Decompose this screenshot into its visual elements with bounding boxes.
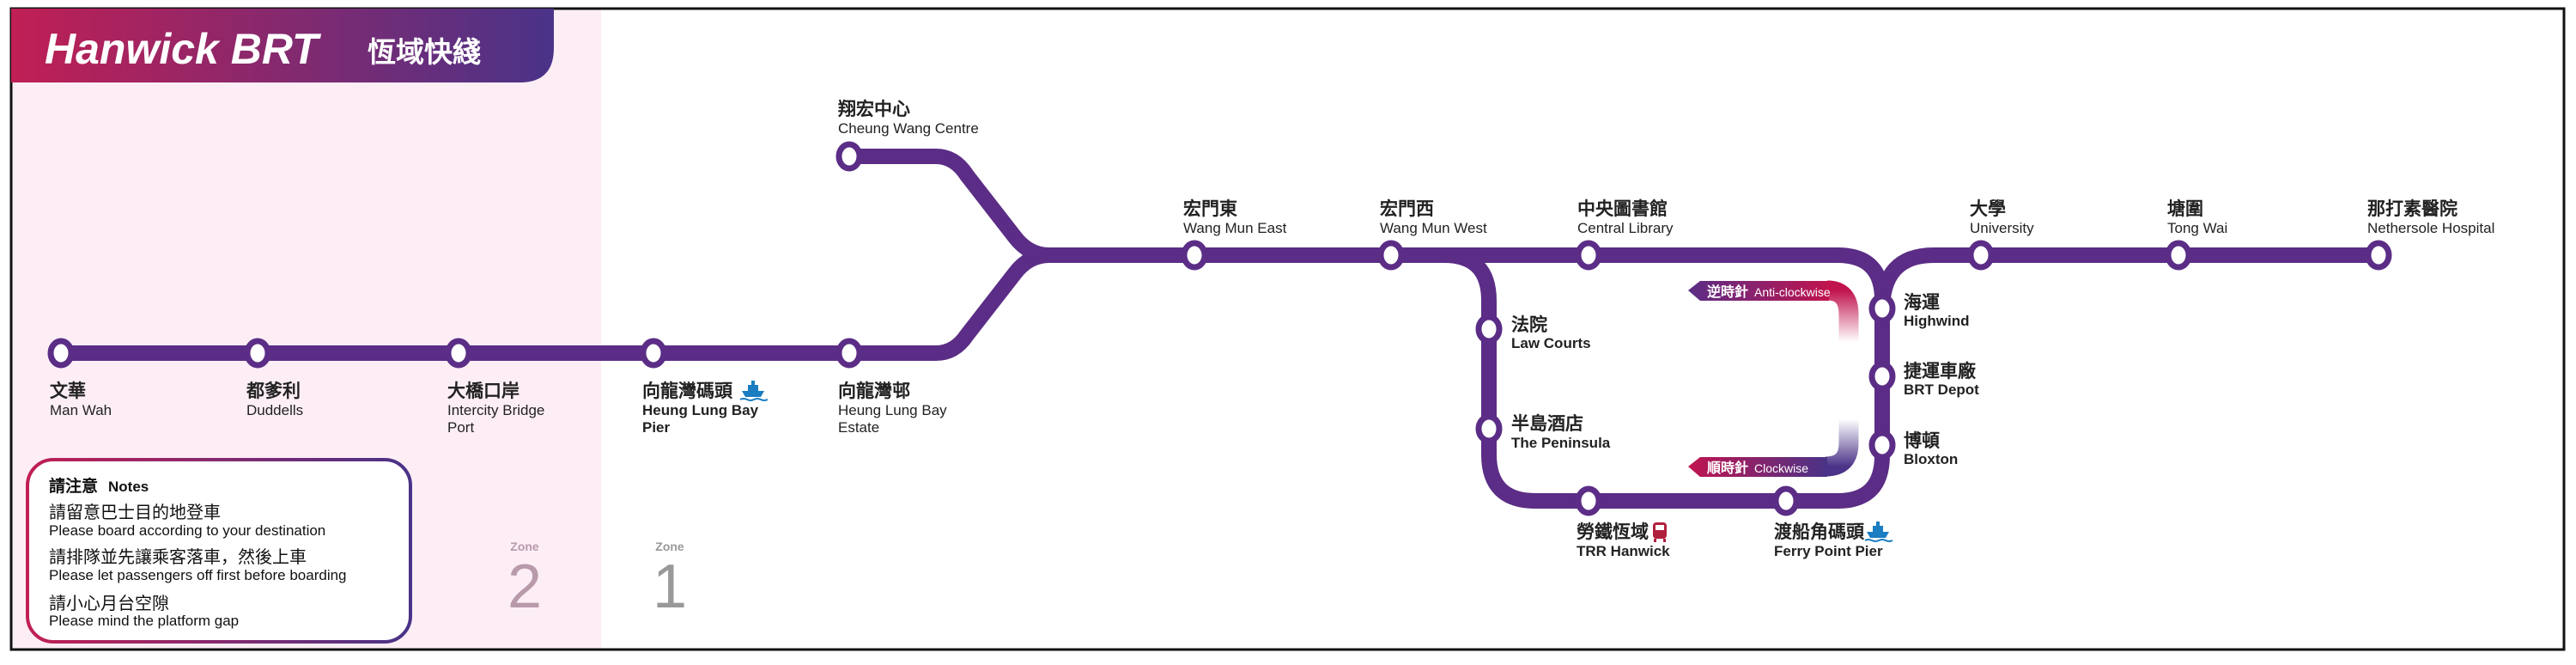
station-label-en: Nethersole Hospital <box>2367 220 2494 236</box>
station-label-zh: 法院 <box>1511 314 1547 335</box>
zone-2-marker: Zone 2 <box>507 540 542 621</box>
note-item-en: Please board according to your destinati… <box>49 522 325 539</box>
route-line-university-branch <box>1874 247 2379 312</box>
train-icon <box>1653 522 1667 542</box>
station-markers <box>47 141 2392 516</box>
notes-title-en: Notes <box>108 479 149 495</box>
station-label-zh: 文華 <box>50 381 86 401</box>
station-marker-intercity[interactable] <box>445 338 472 369</box>
station-label-en: Heung Lung Bay <box>642 402 759 418</box>
station-marker-university[interactable] <box>1967 240 1995 271</box>
station-label-en: Central Library <box>1577 220 1674 236</box>
station-label-en: Wang Mun West <box>1380 220 1487 236</box>
station-label-zh: 宏門西 <box>1380 198 1434 219</box>
station-label-en: Man Wah <box>50 402 112 418</box>
station-label-zh: 都爹利 <box>246 381 301 401</box>
station-label-zh: 大橋口岸 <box>447 381 519 401</box>
station-marker-hlb-pier[interactable] <box>640 338 667 369</box>
header-bar <box>11 9 554 82</box>
clockwise-label-zh: 順時針 <box>1706 460 1748 476</box>
station-marker-law-courts[interactable] <box>1475 314 1503 345</box>
note-item-zh: 請排隊並先讓乘客落車，然後上車 <box>49 546 307 567</box>
station-label-zh: 博頓 <box>1904 430 1940 451</box>
route-line-cheung-wang-branch <box>849 149 1050 263</box>
notes-box: 請注意 Notes 請留意巴士目的地登車 Please board accord… <box>26 458 412 644</box>
note-item-en: Please let passengers off first before b… <box>49 567 347 583</box>
station-label-en: Pier <box>642 419 671 436</box>
clockwise-indicator: 順時針 Clockwise <box>1688 419 1859 477</box>
station-label-en: Wang Mun East <box>1183 220 1287 236</box>
station-label-zh: 翔宏中心 <box>838 99 910 119</box>
note-item-zh: 請小心月台空隙 <box>49 593 169 613</box>
station-label-en: Ferry Point Pier <box>1774 543 1883 559</box>
station-label-zh: 勞鐵恆域 <box>1577 522 1649 542</box>
station-marker-man-wah[interactable] <box>47 338 75 369</box>
station-marker-tong-wai[interactable] <box>2165 240 2192 271</box>
station-label-zh: 捷運車廠 <box>1904 361 1977 381</box>
header-title-en: Hanwick BRT <box>45 25 322 73</box>
station-labels: 文華 Man Wah 都爹利 Duddells 大橋口岸 Intercity B… <box>50 99 2494 559</box>
station-marker-highwind[interactable] <box>1868 293 1896 324</box>
station-label-zh: 大學 <box>1970 198 2006 219</box>
station-marker-trr-hanwick[interactable] <box>1575 485 1602 516</box>
station-marker-wang-mun-east[interactable] <box>1181 240 1208 271</box>
anti-clockwise-label-zh: 逆時針 <box>1707 284 1748 300</box>
station-marker-wang-mun-west[interactable] <box>1377 240 1405 271</box>
station-label-en: University <box>1970 220 2034 236</box>
station-label-en: Intercity Bridge <box>447 402 544 418</box>
station-marker-peninsula[interactable] <box>1475 413 1503 444</box>
station-label-en: BRT Depot <box>1904 381 1979 398</box>
station-label-en: Tong Wai <box>2167 220 2227 236</box>
station-label-zh: 宏門東 <box>1183 198 1237 219</box>
station-label-zh: 海運 <box>1904 292 1940 313</box>
zone-number: 2 <box>507 552 542 621</box>
station-marker-duddells[interactable] <box>244 338 271 369</box>
station-label-zh: 向龍灣碼頭 <box>642 381 733 401</box>
ferry-icon <box>739 381 769 401</box>
notes-title-zh: 請注意 <box>49 476 98 496</box>
station-label-en: Highwind <box>1904 313 1969 329</box>
zone-label: Zone <box>510 540 539 553</box>
station-marker-central-library[interactable] <box>1575 240 1602 271</box>
anti-clockwise-indicator: 逆時針 Anti-clockwise <box>1688 280 1859 342</box>
station-label-en: Estate <box>838 419 879 436</box>
zone-number: 1 <box>653 552 687 621</box>
station-label-zh: 塘圍 <box>2167 198 2203 219</box>
station-marker-ferry-point[interactable] <box>1772 485 1800 516</box>
station-label-en: Duddells <box>246 402 303 418</box>
zone-1-marker: Zone 1 <box>653 540 687 621</box>
station-label-en: TRR Hanwick <box>1577 543 1670 559</box>
station-label-en: Port <box>447 419 474 436</box>
station-label-zh: 渡船角碼頭 <box>1774 522 1865 542</box>
header-title-zh: 恆域快綫 <box>368 35 481 69</box>
station-label-zh: 半島酒店 <box>1511 413 1583 434</box>
station-marker-nethersole[interactable] <box>2365 240 2392 271</box>
station-marker-hlb-estate[interactable] <box>835 338 863 369</box>
map-frame <box>9 7 2566 651</box>
station-label-en: Law Courts <box>1511 335 1591 351</box>
anti-clockwise-label-en: Anti-clockwise <box>1754 285 1831 299</box>
station-marker-bloxton[interactable] <box>1868 430 1896 461</box>
note-item-zh: 請留意巴士目的地登車 <box>49 502 221 522</box>
station-label-zh: 中央圖書館 <box>1577 198 1668 219</box>
ferry-icon <box>1864 522 1893 542</box>
clockwise-label-en: Clockwise <box>1754 461 1808 475</box>
note-item-en: Please mind the platform gap <box>49 613 239 629</box>
station-label-en: Heung Lung Bay <box>838 402 947 418</box>
station-label-zh: 那打素醫院 <box>2367 198 2458 219</box>
station-marker-brt-depot[interactable] <box>1868 361 1896 392</box>
station-label-en: Bloxton <box>1904 451 1958 467</box>
station-label-en: The Peninsula <box>1511 435 1611 451</box>
station-label-zh: 向龍灣邨 <box>838 381 910 401</box>
zone-label: Zone <box>655 540 684 553</box>
station-label-en: Cheung Wang Centre <box>838 120 979 137</box>
station-marker-cheung-wang[interactable] <box>835 141 863 172</box>
